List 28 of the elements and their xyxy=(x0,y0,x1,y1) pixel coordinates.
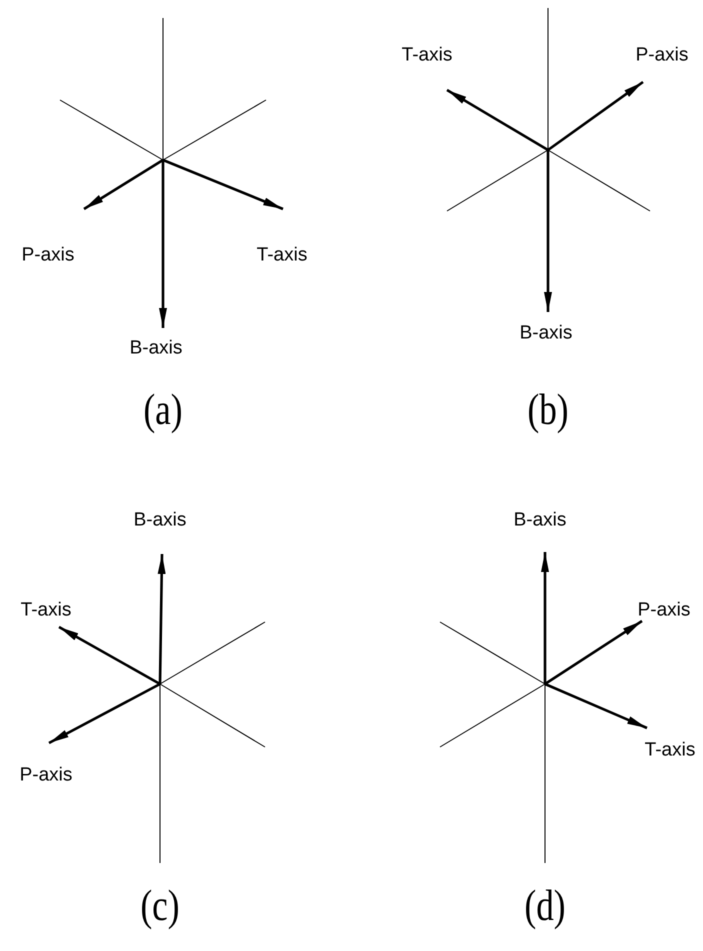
arrow xyxy=(544,682,648,730)
panel-caption: (b) xyxy=(527,388,569,432)
axis-label: B-axis xyxy=(514,510,566,530)
arrow xyxy=(83,158,164,210)
arrow xyxy=(541,552,549,684)
axis-label: B-axis xyxy=(134,510,186,530)
axis-label: P-axis xyxy=(20,766,72,784)
panel-caption: (d) xyxy=(524,884,566,928)
axis-label: T-axis xyxy=(402,46,452,64)
axis-label: P-axis xyxy=(636,46,688,64)
axis-label: B-axis xyxy=(520,324,572,342)
axis-label: B-axis xyxy=(130,338,182,358)
arrow xyxy=(544,150,552,312)
axis-label: T-axis xyxy=(256,246,308,264)
panel-caption: (c) xyxy=(140,884,180,928)
arrow xyxy=(446,88,549,152)
arrow xyxy=(58,626,161,686)
arrow xyxy=(158,554,166,684)
arrow xyxy=(162,158,284,210)
arrow xyxy=(159,160,167,328)
axis-label: P-axis xyxy=(22,246,74,264)
arrow xyxy=(48,682,161,744)
axis-label: P-axis xyxy=(638,600,690,620)
arrow xyxy=(544,620,643,686)
arrow xyxy=(547,80,644,152)
axis-label: T-axis xyxy=(644,740,696,760)
panel-caption: (a) xyxy=(143,388,183,432)
axis-label: T-axis xyxy=(20,600,72,620)
